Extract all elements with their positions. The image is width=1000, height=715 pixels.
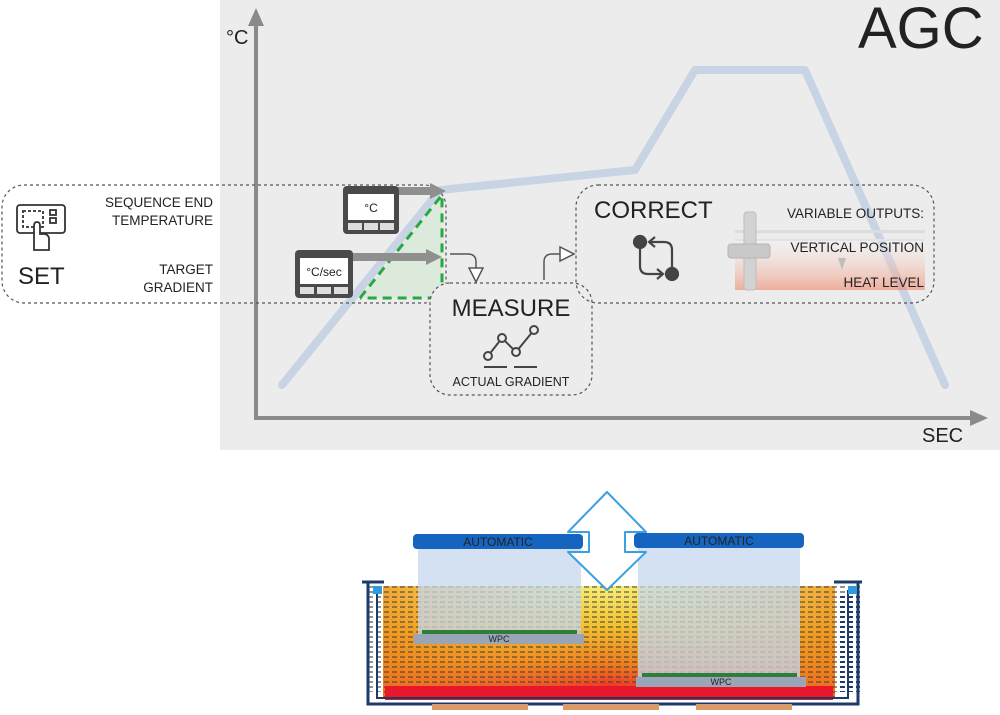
temperature-display: °C: [364, 201, 378, 215]
right-heater-column: [638, 546, 800, 682]
variable-outputs-label: VARIABLE OUTPUTS:: [787, 206, 924, 221]
left-heater-bar: [413, 534, 583, 549]
measure-panel: [429, 282, 593, 396]
gradient-display: °C/sec: [306, 265, 341, 279]
right-part-label: WPC: [711, 677, 732, 687]
target-gradient-label-line2: GRADIENT: [143, 280, 213, 295]
x-axis-label: SEC: [922, 425, 963, 447]
correct-title: CORRECT: [594, 197, 713, 224]
vertical-movement-arrow: [567, 491, 647, 591]
flow-arrow-measure-to-correct: [543, 253, 562, 280]
target-gradient-dash: [358, 190, 444, 300]
chart-background: [220, 0, 1000, 450]
pointer-arrows: [352, 183, 446, 265]
left-heater-label: AUTOMATIC: [463, 535, 533, 549]
left-part: [414, 634, 584, 644]
vertical-position-slider: [727, 211, 925, 291]
sequence-end-label-line2: TEMPERATURE: [112, 213, 213, 228]
flow-arrow-set-to-measure: [450, 253, 477, 270]
vertical-position-label: VERTICAL POSITION: [790, 240, 924, 255]
temperature-controller: [343, 186, 399, 234]
set-label: SET: [18, 263, 65, 290]
actual-gradient-caption: ACTUAL GRADIENT: [453, 375, 570, 389]
left-heater-column: [418, 546, 581, 642]
measure-title: MEASURE: [452, 295, 571, 322]
heat-level-label: HEAT LEVEL: [843, 275, 924, 290]
gradient-controller: [295, 250, 353, 298]
sequence-end-label-line1: SEQUENCE END: [105, 195, 213, 210]
left-part-label: WPC: [489, 634, 510, 644]
set-panel: [1, 184, 447, 304]
y-axis-label: °C: [226, 27, 248, 49]
cycle-icon: [632, 234, 680, 282]
right-part: [636, 677, 806, 687]
right-heater-label: AUTOMATIC: [684, 534, 754, 548]
bottom-heat-band: [385, 686, 833, 700]
chart-axes: [248, 8, 988, 426]
touch-screen-icon: [16, 204, 66, 251]
temperature-profile-line: [278, 66, 949, 389]
furnace-illustration: [362, 546, 862, 710]
gradient-trend-icon: [483, 325, 539, 368]
chart-title: AGC: [858, 0, 984, 61]
right-heater-bar: [634, 533, 804, 548]
target-gradient-label-line1: TARGET: [159, 262, 213, 277]
correct-panel: [575, 184, 935, 304]
